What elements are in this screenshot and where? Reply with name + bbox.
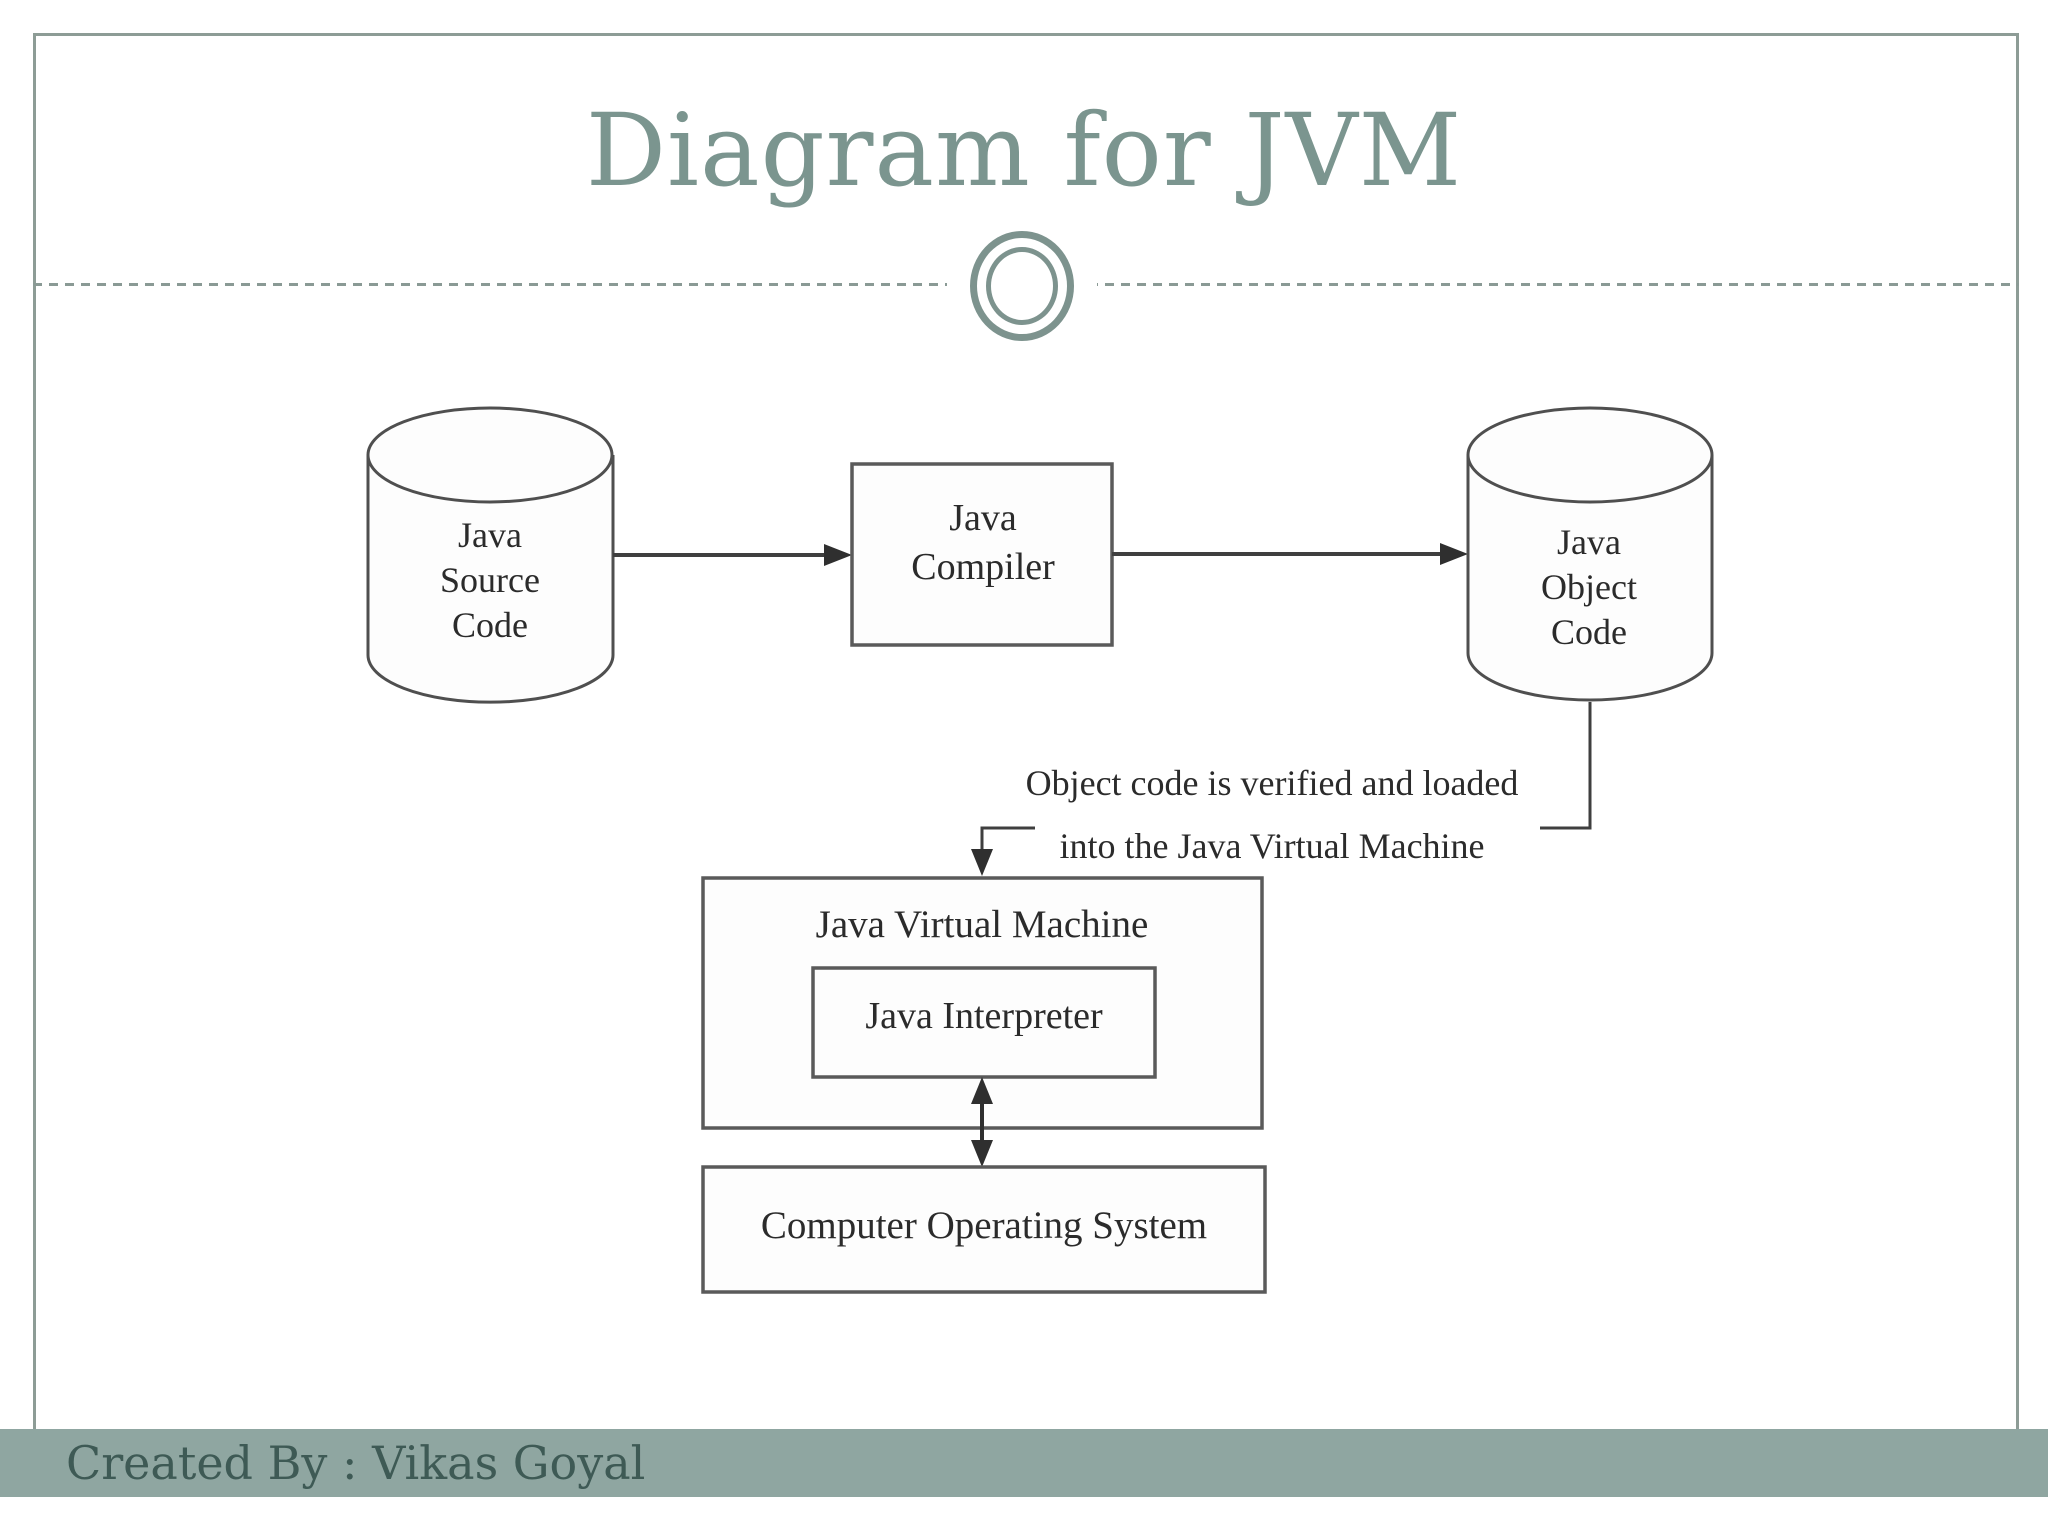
object-label-line: Code (1551, 612, 1627, 652)
compiler-box (850, 462, 1114, 647)
footer-credit-text: Created By : Vikas Goyal (66, 1436, 646, 1490)
annotation-line: Object code is verified and loaded (1025, 763, 1519, 803)
object-label-line: Java (1557, 522, 1621, 562)
double-arrowhead-up (971, 1077, 993, 1104)
arrowhead-compiler-to-object (1440, 543, 1468, 565)
page-title: Diagram for JVM (585, 92, 1463, 209)
compiler-label-line: Java (949, 497, 1017, 539)
source-cylinder-top (366, 406, 614, 504)
divider-ornament (947, 225, 1097, 347)
compiler-label-line: Compiler (911, 546, 1055, 588)
footer-bar: Created By : Vikas Goyal (0, 1429, 2048, 1497)
interpreter-box-label: Java Interpreter (865, 995, 1103, 1037)
object-cylinder-body (1466, 455, 1714, 702)
source-label-line: Java (458, 515, 522, 555)
arrowhead-into-jvm (971, 849, 993, 876)
object-cylinder-top (1466, 406, 1714, 504)
jvm-box-label: Java Virtual Machine (815, 903, 1149, 946)
annotation-line: into the Java Virtual Machine (1059, 826, 1485, 866)
annotation-text: Object code is verified and loaded into … (1026, 752, 1519, 878)
object-cylinder-label: Java Object Code (1541, 520, 1637, 655)
source-label-line: Code (452, 605, 528, 645)
compiler-box-label: Java Compiler (911, 494, 1055, 592)
object-label-line: Object (1541, 567, 1637, 607)
source-label-line: Source (440, 560, 540, 600)
ornament-outer-ring-icon (970, 231, 1074, 341)
double-arrowhead-down (971, 1140, 993, 1167)
arrowhead-source-to-compiler (824, 544, 852, 566)
elbow-object-code-line (1540, 702, 1592, 830)
os-box-label: Computer Operating System (760, 1204, 1208, 1247)
interpreter-box (811, 966, 1157, 1079)
source-cylinder-body (366, 455, 615, 704)
source-cylinder-label: Java Source Code (440, 513, 540, 648)
ornament-inner-ring-icon (986, 247, 1058, 325)
os-box (701, 1165, 1267, 1294)
elbow-into-jvm-line (980, 826, 1035, 852)
